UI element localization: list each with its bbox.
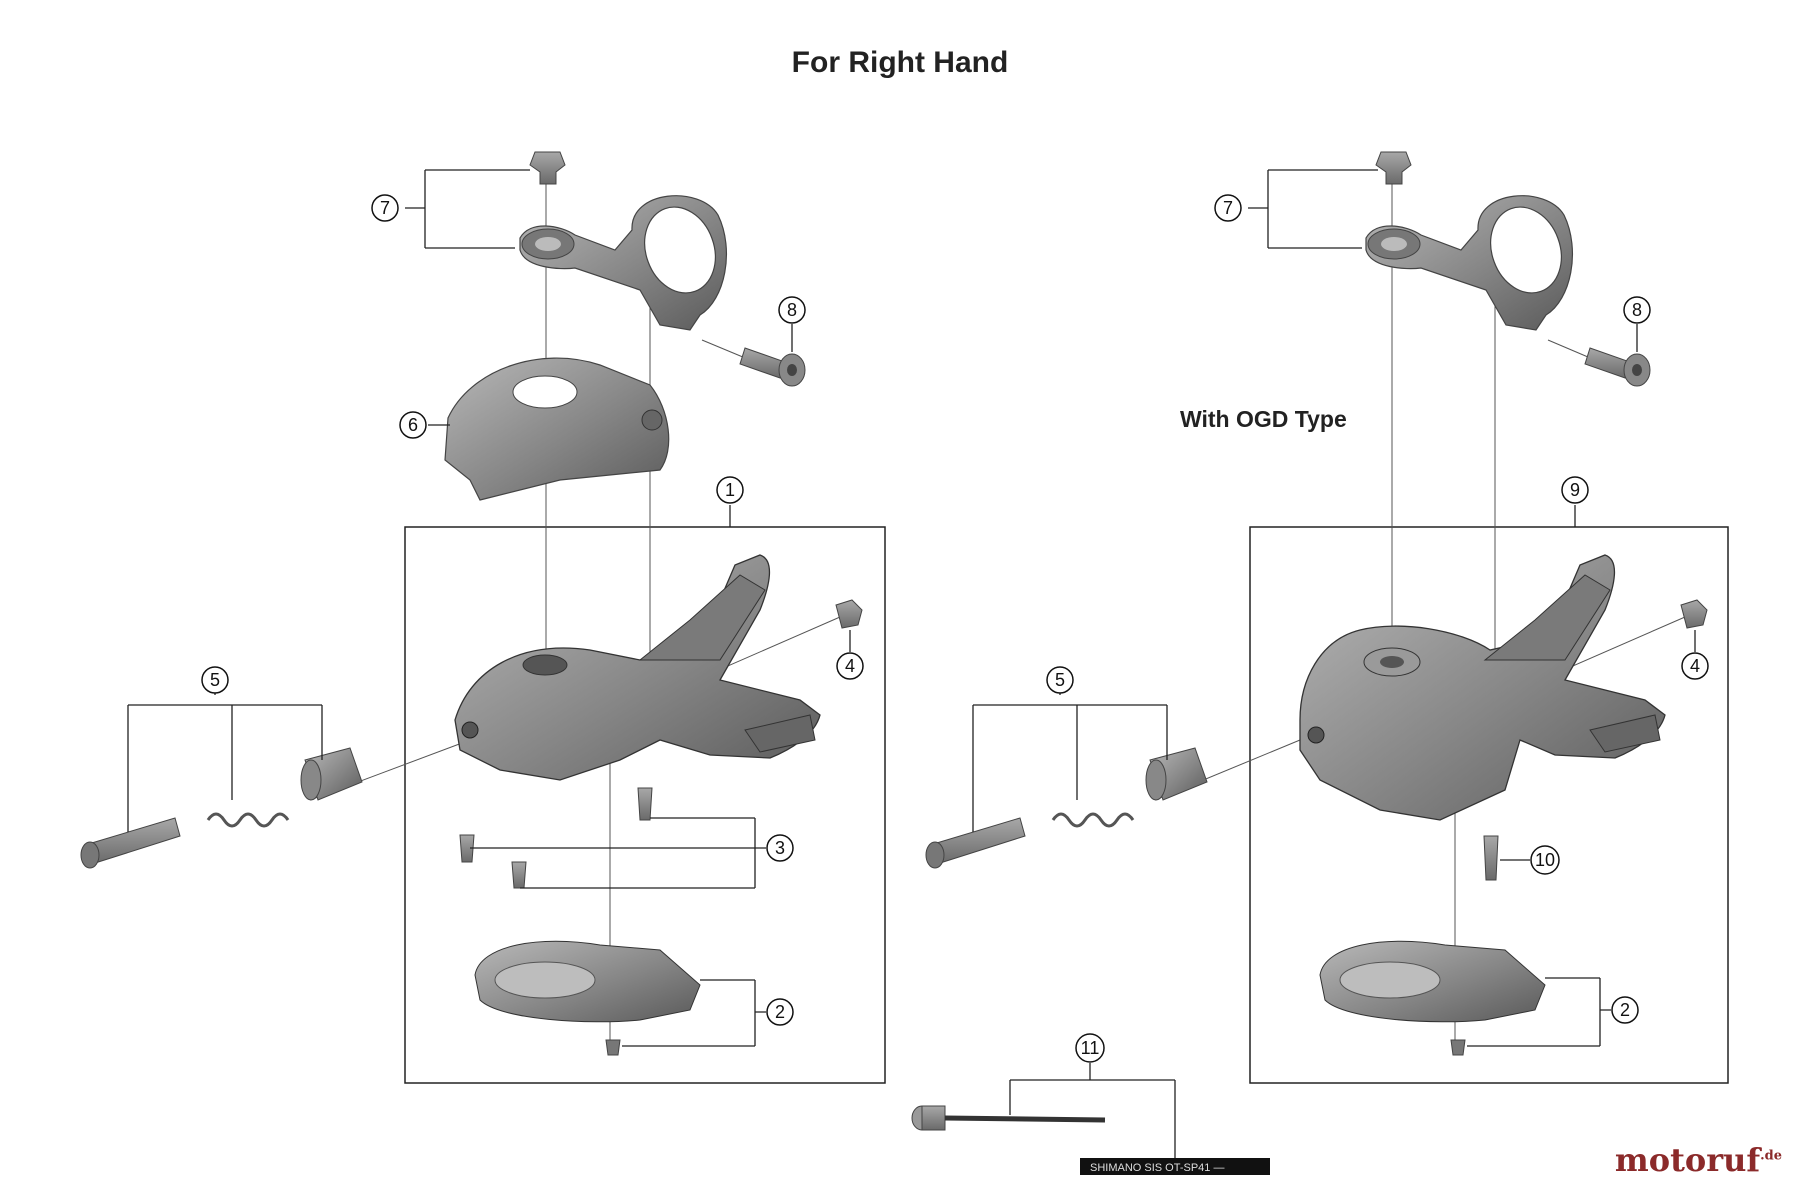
callout-7-left: 7	[371, 194, 399, 222]
callout-2-right: 2	[1611, 996, 1639, 1024]
clamp-bolt-left	[739, 347, 806, 387]
label-strip: SHIMANO SIS OT-SP41 —	[1080, 1158, 1270, 1175]
callout-5-left: 5	[201, 666, 229, 694]
callout-6-left-text: 6	[408, 415, 418, 435]
shifter-body-ogd	[1299, 554, 1666, 821]
indicator-cover-left	[444, 357, 670, 501]
callout-4-right-text: 4	[1690, 656, 1700, 676]
assembly-frame-right	[1249, 526, 1729, 1084]
callout-5-left-text: 5	[210, 670, 220, 690]
callout-2-left: 2	[766, 998, 794, 1026]
callout-4-right: 4	[1681, 652, 1709, 680]
shifter-body-left	[454, 554, 821, 781]
callout-5-right: 5	[1046, 666, 1074, 694]
callout-4-left-text: 4	[845, 656, 855, 676]
diagram-title: For Right Hand	[791, 46, 1009, 79]
ogd-type-label: With OGD Type	[1180, 406, 1347, 432]
watermark-logo: motoruf.de	[1615, 1141, 1782, 1179]
callout-5-right-text: 5	[1055, 670, 1065, 690]
callout-6-left: 6	[399, 411, 427, 439]
callout-8-right: 8	[1623, 296, 1651, 324]
screws-3-left	[459, 787, 653, 889]
end-cap-right	[1680, 599, 1708, 629]
callout-8-left-text: 8	[787, 300, 797, 320]
bolt-top-left	[529, 151, 566, 185]
label-strip-text: SHIMANO SIS OT-SP41 —	[1090, 1162, 1224, 1174]
callout-9-right: 9	[1561, 476, 1589, 504]
callout-9-right-text: 9	[1570, 480, 1580, 500]
inner-cable	[911, 1105, 1106, 1131]
lower-cover-right	[1319, 940, 1546, 1056]
callout-7-left-text: 7	[380, 198, 390, 218]
adjuster-parts-right	[925, 747, 1208, 869]
assembly-frame-left	[404, 526, 886, 1084]
callout-2-left-text: 2	[775, 1002, 785, 1022]
end-cap-left	[835, 599, 863, 629]
callout-7-right-text: 7	[1223, 198, 1233, 218]
callout-8-right-text: 8	[1632, 300, 1642, 320]
clamp-band-right	[1365, 195, 1574, 331]
clamp-band-left	[519, 195, 728, 331]
callout-7-right: 7	[1214, 194, 1242, 222]
screw-10	[1483, 835, 1499, 881]
callout-3-left: 3	[766, 834, 794, 862]
callout-10-right: 10	[1530, 845, 1560, 875]
clamp-bolt-right	[1584, 347, 1651, 387]
adjuster-parts-left	[80, 747, 363, 869]
callout-11-text: 11	[1081, 1038, 1100, 1058]
callout-lines-cable	[1009, 1063, 1176, 1158]
callout-3-left-text: 3	[775, 838, 785, 858]
callout-11: 11	[1075, 1033, 1105, 1063]
lower-cover-left	[474, 940, 701, 1056]
callout-1-left: 1	[716, 476, 744, 504]
callout-2-right-text: 2	[1620, 1000, 1630, 1020]
callout-1-left-text: 1	[725, 480, 735, 500]
watermark-suffix: .de	[1760, 1148, 1782, 1164]
bolt-top-right	[1375, 151, 1412, 185]
callout-10-right-text: 10	[1535, 850, 1555, 870]
callout-4-left: 4	[836, 652, 864, 680]
callout-8-left: 8	[778, 296, 806, 324]
watermark-main: motoruf	[1614, 1141, 1761, 1179]
